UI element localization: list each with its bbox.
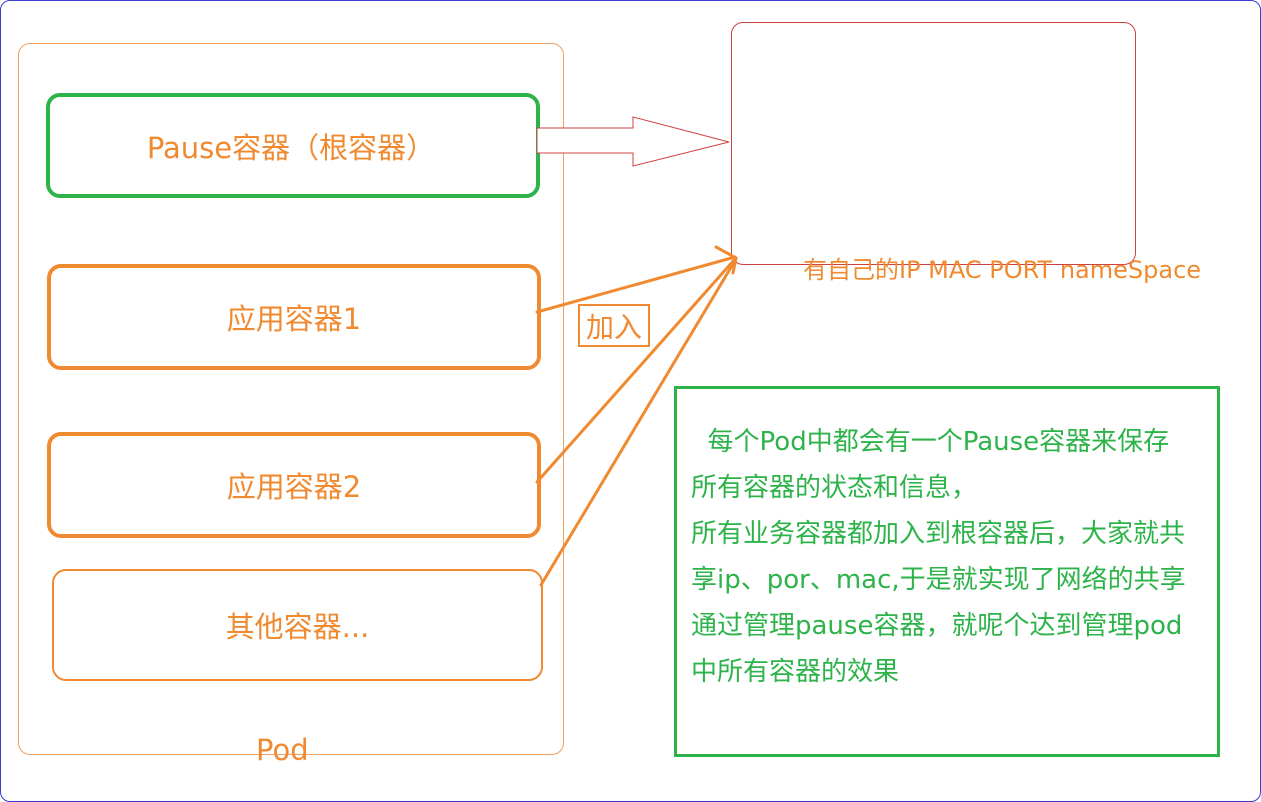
join-label: 加入 [578,304,650,347]
pod-boundary [18,43,564,755]
note-line: 中所有容器的效果 [691,657,900,687]
note-line: 每个Pod中都会有一个Pause容器来保存 [691,427,1170,457]
explanation-text: 每个Pod中都会有一个Pause容器来保存 所有容器的状态和信息， 所有业务容器… [691,419,1217,695]
pod-label: Pod [256,733,309,767]
pause-container-box[interactable]: Pause容器（根容器） [46,93,540,198]
note-line: 所有业务容器都加入到根容器后，大家就共 [691,519,1186,549]
app-container-2-box[interactable]: 应用容器2 [47,432,541,538]
app-container-2-label: 应用容器2 [226,470,362,504]
namespace-label: 有自己的IP MAC PORT nameSpace [803,256,1202,284]
other-containers-box[interactable]: 其他容器... [52,569,543,681]
pause-container-label: Pause容器（根容器） [146,130,436,165]
app-container-1-label: 应用容器1 [226,302,362,336]
note-line: 所有容器的状态和信息， [691,473,978,503]
explanation-note: 每个Pod中都会有一个Pause容器来保存 所有容器的状态和信息， 所有业务容器… [674,386,1220,757]
other-containers-label: 其他容器... [225,610,370,644]
note-line: 通过管理pause容器，就呢个达到管理pod [691,611,1183,641]
app-container-1-box[interactable]: 应用容器1 [47,264,541,370]
app2-join-line [535,257,737,484]
other-join-line [539,257,738,587]
namespace-box [731,22,1136,265]
pause-to-namespace-arrow [536,116,730,167]
join-arrowhead [714,245,738,275]
note-line: 享ip、por、mac,于是就实现了网络的共享 [691,565,1186,595]
app1-join-line [535,255,737,314]
